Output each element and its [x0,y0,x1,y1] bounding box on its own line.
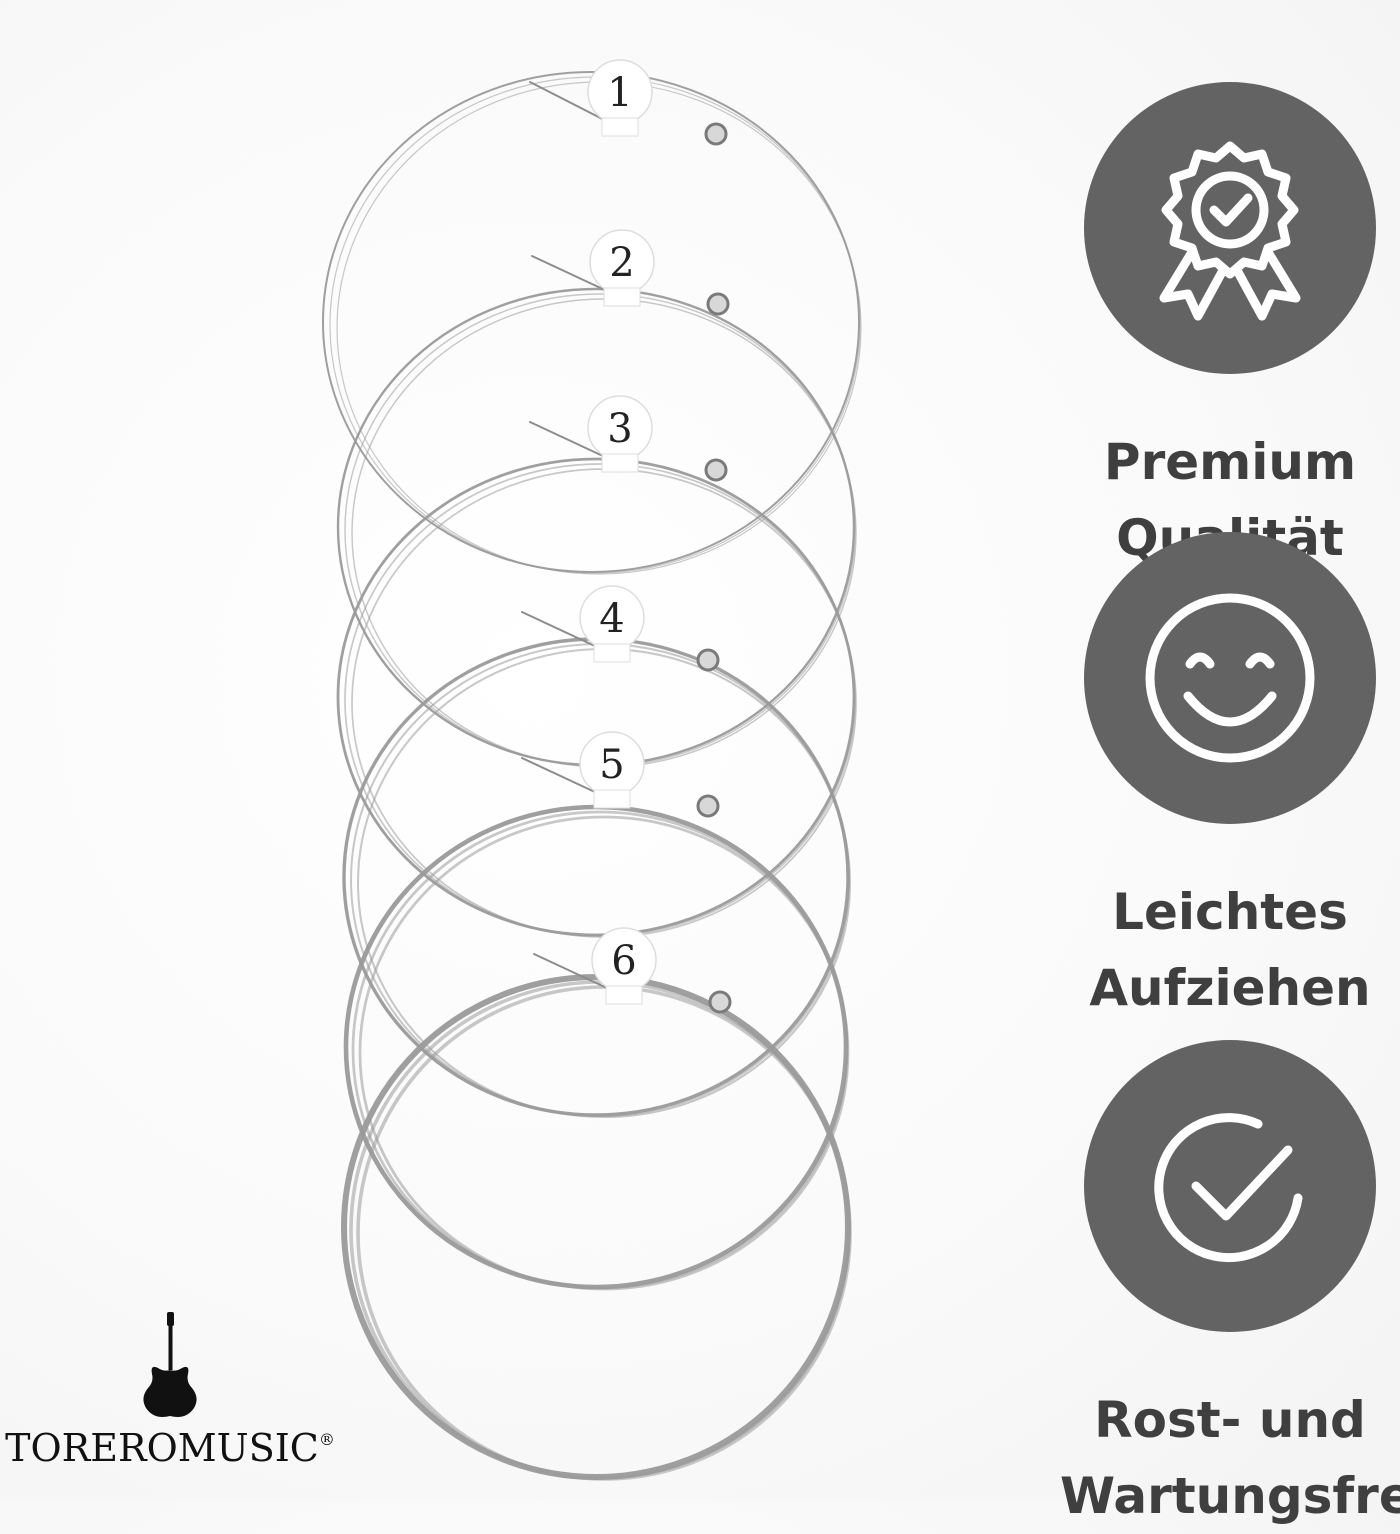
feature-badge [1084,1040,1376,1332]
feature-easy-mounting: Leichtes Aufziehen [1060,532,1400,1026]
string-tag-band [593,643,631,663]
feature-caption-line-1: Leichtes [1112,883,1348,941]
feature-caption-line-1: Rost- und [1094,1391,1366,1449]
string-number-3: 3 [607,406,632,452]
ball-end-5 [696,794,720,818]
string-number-2: 2 [609,240,634,286]
trademark-symbol: ® [318,1430,335,1449]
checkmark-circle-icon [1154,1113,1303,1263]
feature-caption-line-2: Aufziehen [1089,959,1371,1017]
string-tag-band [601,453,639,473]
award-badge-icon [1159,141,1301,321]
string-number-5: 5 [599,742,624,788]
feature-premium-quality: Premium Qualität [1060,82,1400,576]
ball-end-3 [704,458,728,482]
string-loop-3 [344,463,856,937]
string-loop-1 [322,71,860,573]
guitar-strings-illustration: 1 2 3 4 5 6 [322,59,862,1481]
ball-end-2 [706,292,730,316]
smiley-icon [1145,593,1315,763]
string-number-4: 4 [599,596,624,642]
brand-name-text: TOREROMUSIC [5,1426,319,1470]
feature-caption-line-2: Wartungsfrei [1060,1467,1400,1525]
string-number-6: 6 [611,938,636,984]
feature-badge [1084,532,1376,824]
electric-guitar-icon [143,1312,197,1417]
brand-logo: TOREROMUSIC® [0,1310,340,1470]
ball-end-4 [696,648,720,672]
string-number-1: 1 [607,70,632,116]
feature-caption-line-1: Premium [1103,433,1357,491]
feature-caption: Leichtes Aufziehen [1060,874,1400,1026]
string-loop-5 [358,815,850,1291]
string-tag-band [603,287,641,307]
string-tag-band [601,117,639,137]
string-tag-band [605,985,643,1005]
feature-badge [1084,82,1376,374]
string-loop-3 [336,457,856,937]
feature-caption: Rost- und Wartungsfrei [1060,1382,1400,1534]
ball-end-1 [704,122,728,146]
ball-end-6 [708,990,732,1014]
string-tag-band [593,789,631,809]
brand-name: TOREROMUSIC® [0,1426,340,1470]
feature-rust-free: Rost- und Wartungsfrei [1060,1040,1400,1534]
